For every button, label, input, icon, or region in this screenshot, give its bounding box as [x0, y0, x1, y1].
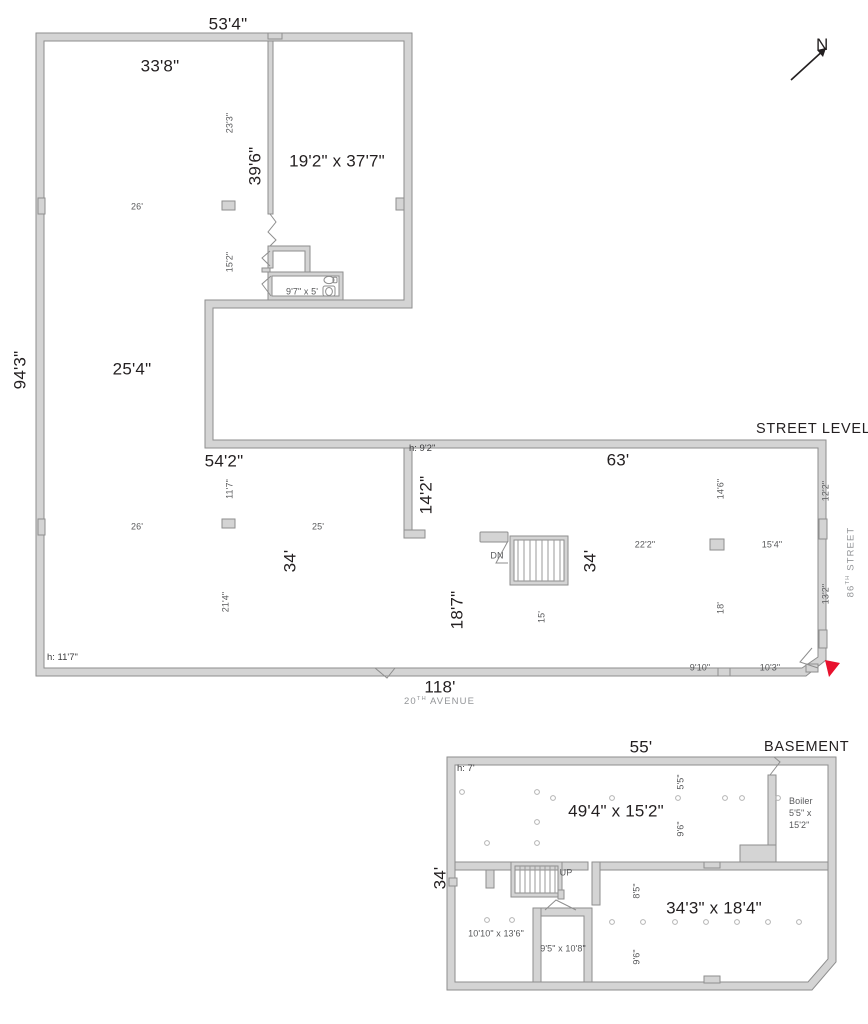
street-20-number: 20 — [404, 696, 417, 708]
street-20-word: AVENUE — [430, 696, 476, 708]
dim-bottom-width-118: 118' — [424, 677, 456, 697]
dim-lower-left-width-54-2: 54'2" — [204, 451, 244, 471]
basement-interior-partitions — [454, 756, 829, 983]
dim-12-2: 12'2" — [820, 480, 831, 502]
north-arrow — [790, 47, 827, 81]
street-level-title: STREET LEVEL — [756, 421, 868, 437]
dim-mid-width-25-4: 25'4" — [112, 359, 152, 379]
boiler-room-label-block: Boiler 5'5" x 15'2" — [789, 795, 813, 831]
dim-basement-left-height-34: 34' — [430, 866, 450, 890]
height-right-wing: h: 9'2" — [409, 443, 436, 454]
room-bathroom-dim: 9'7" x 5' — [285, 286, 319, 297]
dim-5-5: 5'5" — [675, 774, 686, 790]
basement-small-room-dim: 9'5" x 10'8" — [540, 943, 586, 954]
basement-walls — [446, 756, 837, 991]
room-upper-right-dim: 19'2" x 37'7" — [289, 151, 385, 171]
dim-9-6-lower: 9'6" — [631, 949, 642, 965]
basement-title: BASEMENT — [764, 739, 850, 755]
basement-main-room-dim: 49'4" x 15'2" — [568, 801, 664, 821]
entry-marker — [825, 660, 840, 677]
basement-height: h: 7' — [457, 763, 475, 774]
dim-15-4: 15'4" — [761, 539, 783, 550]
street-86-word: STREET — [845, 526, 857, 571]
toilet-fixture — [323, 275, 338, 285]
dim-15: 15' — [536, 610, 547, 624]
street-columns — [221, 200, 725, 551]
dim-9-10: 9'10" — [689, 662, 711, 673]
dim-11-7: 11'7" — [224, 479, 235, 499]
street-20-suffix: TH — [416, 696, 427, 702]
dim-14-6: 14'6" — [715, 478, 726, 500]
boiler-label: Boiler — [789, 796, 813, 806]
dim-23-3: 23'3" — [224, 112, 235, 134]
dim-34-right: 34' — [580, 549, 600, 573]
street-right-wing-partition — [403, 447, 426, 539]
dim-34-left: 34' — [280, 549, 300, 573]
dim-10-3: 10'3" — [759, 662, 781, 673]
basement-openings — [448, 861, 721, 984]
street-86-suffix: TH — [845, 574, 852, 585]
street-bottom-jog — [374, 667, 396, 679]
dim-26-lower: 26' — [130, 521, 144, 532]
dim-26-upper: 26' — [130, 201, 144, 212]
boiler-dim-line-2: 15'2" — [789, 820, 810, 831]
dim-upper-room-width-33-8: 33'8" — [140, 56, 180, 76]
height-lower-left: h: 11'7" — [47, 652, 78, 663]
street-name-20th-avenue: 20TH AVENUE — [404, 696, 476, 708]
dim-25: 25' — [311, 521, 325, 532]
wall-openings — [37, 32, 828, 677]
sink-fixture — [322, 285, 336, 297]
dim-13-2: 13'2" — [820, 583, 831, 605]
dim-22-2: 22'2" — [634, 539, 656, 550]
basement-lower-room-dim: 34'3" x 18'4" — [666, 898, 762, 918]
dim-14-2: 14'2" — [416, 475, 436, 515]
dim-21-4: 21'4" — [220, 591, 231, 613]
basement-stair — [510, 861, 565, 900]
dim-18-7: 18'7" — [447, 590, 467, 630]
stair-dn-label: DN — [490, 550, 504, 561]
dim-39-6: 39'6" — [245, 146, 265, 186]
street-level-walls — [35, 32, 827, 677]
dim-left-height-94-3: 94'3" — [10, 350, 30, 390]
street-interior-partitions — [261, 40, 344, 301]
boiler-dim-line-1: 5'5" x — [789, 808, 812, 819]
basement-stair-up-label: UP — [559, 867, 573, 878]
dim-top-width-53-4: 53'4" — [208, 14, 248, 34]
basement-columns — [459, 789, 802, 925]
basement-left-room-dim: 10'10" x 13'6" — [468, 928, 524, 939]
dim-15-2: 15'2" — [224, 251, 235, 273]
street-86-number: 86 — [845, 584, 857, 598]
street-name-86th-street: 86TH STREET — [845, 526, 857, 598]
dim-18: 18' — [715, 601, 726, 615]
dim-9-6-upper: 9'6" — [675, 821, 686, 837]
dim-8-5: 8'5" — [631, 883, 642, 899]
dim-right-width-63: 63' — [606, 450, 630, 470]
north-label: N — [816, 35, 829, 54]
street-stair — [479, 531, 569, 586]
street-entry-door — [799, 647, 819, 669]
dim-basement-top-width-55: 55' — [629, 737, 653, 757]
